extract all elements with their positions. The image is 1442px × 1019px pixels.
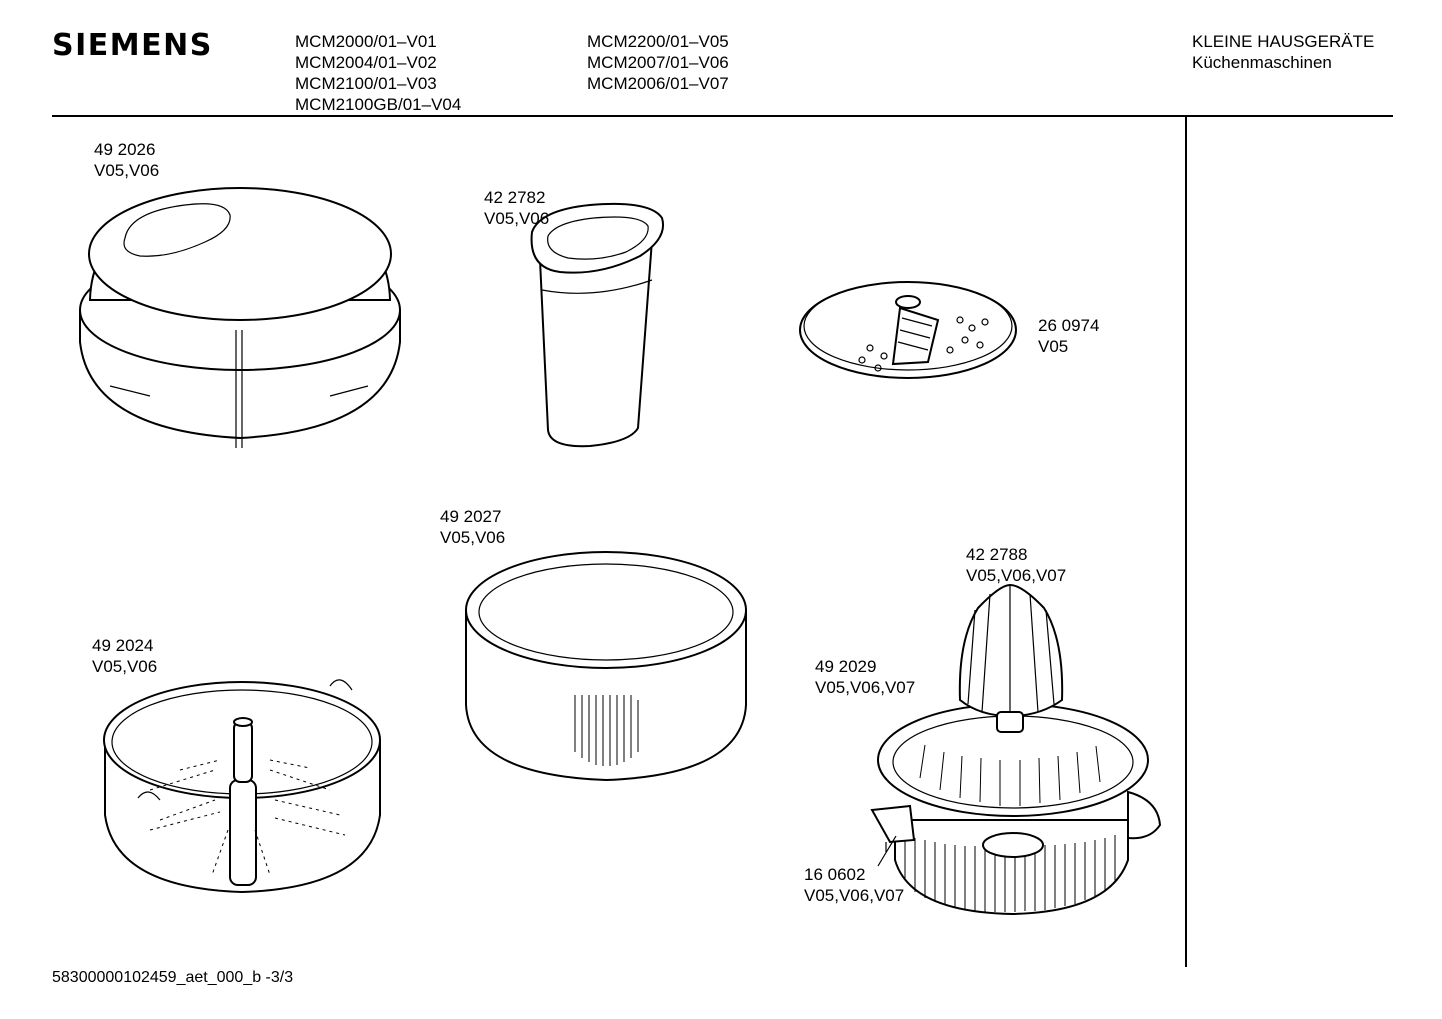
basket-icon — [103, 679, 381, 894]
part-number: 49 2029 — [815, 657, 877, 676]
juicer-cone-icon — [958, 583, 1064, 733]
pusher-icon — [530, 202, 664, 448]
model-number: MCM2100GB/01–V04 — [295, 95, 462, 114]
part-number: 26 0974 — [1038, 316, 1100, 335]
lid-icon — [79, 186, 401, 448]
part-variants: V05,V06 — [94, 161, 160, 180]
model-number: MCM2006/01–V07 — [587, 74, 729, 93]
part-variants: V05 — [1038, 337, 1069, 356]
grater-disc-icon — [799, 281, 1017, 379]
model-list-1: MCM2000/01–V01 MCM2004/01–V02 MCM2100/01… — [295, 31, 461, 115]
part-variants: V05,V06 — [440, 528, 506, 547]
category: KLEINE HAUSGERÄTE — [1192, 32, 1375, 51]
part-label: 49 2029 V05,V06,V07 — [815, 656, 915, 698]
document-id: 58300000102459_aet_000_b -3/3 — [52, 969, 294, 986]
category-block: KLEINE HAUSGERÄTE Küchenmaschinen — [1192, 31, 1374, 73]
header-rule — [52, 115, 1393, 117]
part-label: 42 2788 V05,V06,V07 — [966, 544, 1066, 586]
model-list-2: MCM2200/01–V05 MCM2007/01–V06 MCM2006/01… — [587, 31, 729, 94]
part-variants: V05,V06,V07 — [815, 678, 916, 697]
part-variants: V05,V06 — [92, 657, 158, 676]
part-number: 42 2788 — [966, 545, 1028, 564]
model-number: MCM2000/01–V01 — [295, 32, 437, 51]
spout-icon — [870, 804, 916, 867]
side-rule — [1185, 117, 1187, 967]
model-number: MCM2007/01–V06 — [587, 53, 729, 72]
part-variants: V05,V06 — [484, 209, 550, 228]
model-number: MCM2004/01–V02 — [295, 53, 437, 72]
part-label: 49 2027 V05,V06 — [440, 506, 505, 548]
subcategory: Küchenmaschinen — [1192, 53, 1332, 72]
part-number: 42 2782 — [484, 188, 546, 207]
part-variants: V05,V06,V07 — [804, 886, 905, 905]
part-number: 49 2024 — [92, 636, 154, 655]
part-label: 49 2024 V05,V06 — [92, 635, 157, 677]
part-number: 49 2027 — [440, 507, 502, 526]
part-number: 16 0602 — [804, 865, 866, 884]
brand-logo: SIEMENS — [52, 28, 213, 63]
model-number: MCM2200/01–V05 — [587, 32, 729, 51]
part-label: 16 0602 V05,V06,V07 — [804, 864, 904, 906]
part-label: 42 2782 V05,V06 — [484, 187, 549, 229]
juicer-bowl-icon — [877, 703, 1162, 916]
model-number: MCM2100/01–V03 — [295, 74, 437, 93]
part-number: 49 2026 — [94, 140, 156, 159]
part-label: 49 2026 V05,V06 — [94, 139, 159, 181]
ring-icon — [465, 551, 747, 782]
part-label: 26 0974 V05 — [1038, 315, 1099, 357]
part-variants: V05,V06,V07 — [966, 566, 1067, 585]
